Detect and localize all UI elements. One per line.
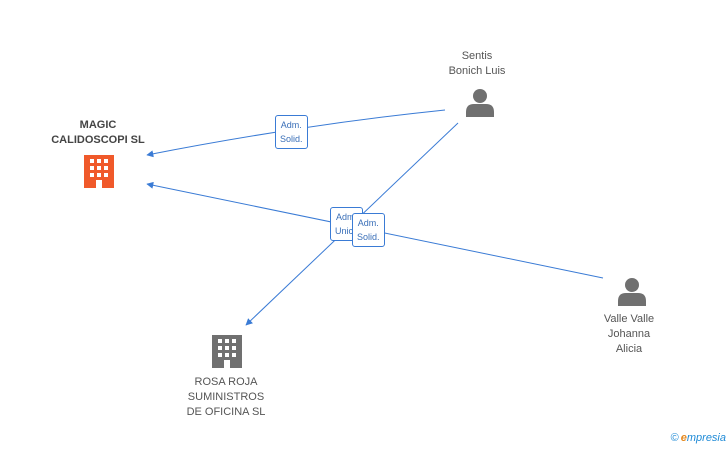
copyright-icon: © (670, 432, 679, 444)
empresia-watermark: ©empresia (671, 432, 726, 444)
company-label-rosa-roja[interactable]: ROSA ROJA SUMINISTROS DE OFICINA SL (186, 376, 266, 418)
building-icon (84, 155, 114, 188)
brand-name: mpresia (686, 432, 726, 444)
person-icon (618, 278, 646, 306)
edge-label-sentis-magic[interactable]: Adm. Solid. (275, 115, 308, 149)
person-icon (466, 89, 494, 117)
brand-initial: e (680, 432, 687, 444)
person-label-sentis[interactable]: Sentis Bonich Luis (448, 50, 506, 77)
company-label-magic[interactable]: MAGIC CALIDOSCOPI SL (51, 119, 145, 146)
person-label-valle[interactable]: Valle Valle Johanna Alicia (603, 313, 655, 355)
building-icon (212, 335, 242, 368)
edge-label-valle-magic[interactable]: Adm. Solid. (352, 213, 385, 247)
